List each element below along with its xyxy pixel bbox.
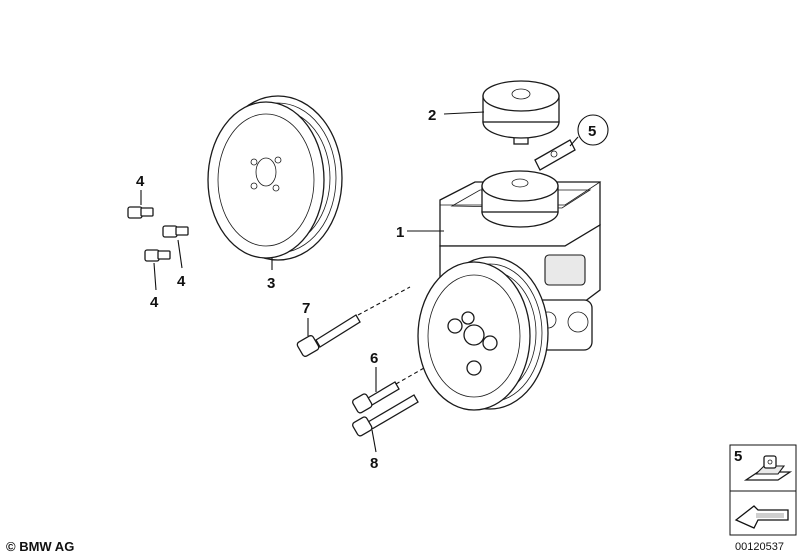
cap-part-2[interactable] xyxy=(482,80,560,145)
callout-8: 8 xyxy=(370,455,378,472)
bolt-part-4c[interactable] xyxy=(144,249,171,262)
pump-pulley[interactable] xyxy=(417,256,549,411)
bolt-part-4a[interactable] xyxy=(127,206,154,219)
legend-callout-5: 5 xyxy=(734,448,742,465)
callout-7: 7 xyxy=(302,300,310,317)
callout-1: 1 xyxy=(396,224,404,241)
callout-5: 5 xyxy=(588,123,596,140)
copyright-text: © BMW AG xyxy=(6,539,75,554)
clip-nut-icon xyxy=(743,455,793,481)
arrow-icon xyxy=(734,505,789,529)
bolt-part-8[interactable] xyxy=(352,394,419,437)
callout-4a: 4 xyxy=(136,173,145,190)
document-number: 00120537 xyxy=(735,541,784,553)
bolt-part-6[interactable] xyxy=(352,381,400,414)
bolt-part-7[interactable] xyxy=(296,314,361,357)
callout-3: 3 xyxy=(267,275,275,292)
legend-box: 5 xyxy=(729,444,797,536)
callout-4c: 4 xyxy=(150,294,159,311)
callout-4b: 4 xyxy=(177,273,186,290)
callout-6: 6 xyxy=(370,350,378,367)
bolt-part-4b[interactable] xyxy=(162,225,189,238)
callout-5-circle: 5 xyxy=(577,114,609,146)
callout-2: 2 xyxy=(428,107,436,124)
pulley-part-3[interactable] xyxy=(207,95,343,261)
